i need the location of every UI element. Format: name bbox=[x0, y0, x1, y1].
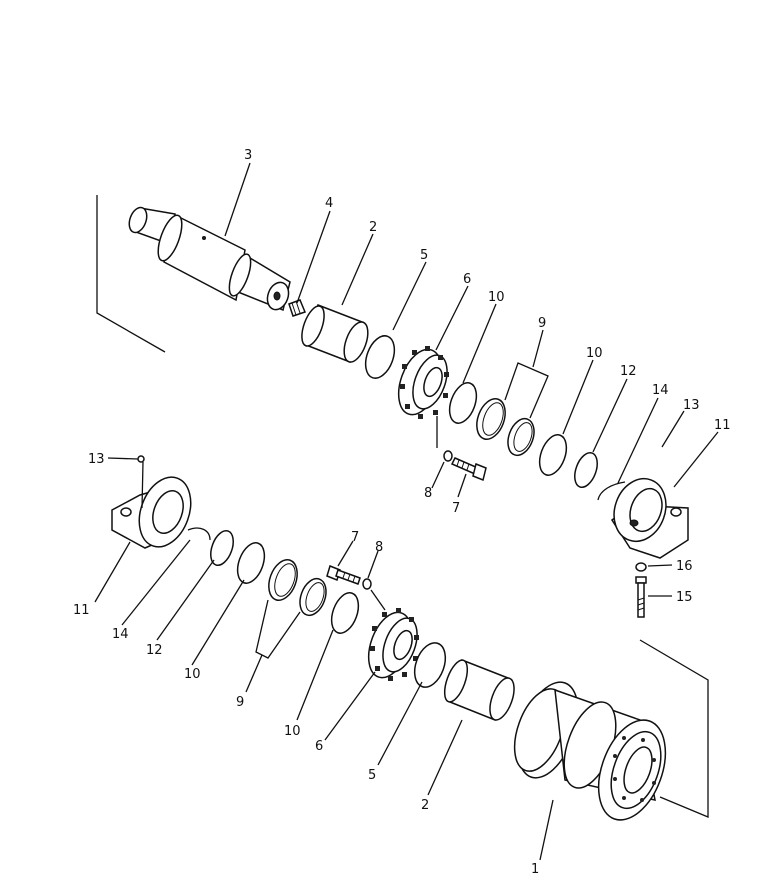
washer-part-8-top bbox=[443, 450, 453, 462]
bolt-part-7-mid bbox=[326, 564, 361, 585]
floating-seal-part-9-left bbox=[268, 559, 327, 617]
ring-part-10-left-a bbox=[236, 542, 266, 584]
callout-9-left: 9 bbox=[236, 695, 244, 710]
callout-5-bottom: 5 bbox=[368, 768, 376, 783]
callout-11-left: 11 bbox=[73, 603, 90, 618]
snap-ring-part-14-left bbox=[187, 527, 211, 541]
callout-3: 3 bbox=[244, 148, 252, 163]
ring-part-10-top-a bbox=[448, 382, 478, 424]
callout-15: 15 bbox=[676, 590, 693, 605]
callout-5-top: 5 bbox=[420, 248, 428, 263]
seal-guard-part-6-top bbox=[397, 346, 449, 419]
callout-8-mid: 8 bbox=[375, 540, 383, 555]
roller-part-1 bbox=[513, 681, 667, 821]
callout-10-top-a: 10 bbox=[488, 290, 505, 305]
callout-9-top: 9 bbox=[538, 316, 546, 331]
bushing-part-2-bottom bbox=[443, 659, 515, 721]
bolt-part-7-top bbox=[450, 457, 487, 482]
o-ring-part-5-top bbox=[364, 335, 396, 379]
collar-part-11-left bbox=[111, 455, 192, 549]
callout-4: 4 bbox=[325, 196, 333, 211]
callout-12-top: 12 bbox=[620, 364, 637, 379]
callout-7-top: 7 bbox=[452, 501, 460, 516]
snap-ring-part-14-top bbox=[597, 481, 626, 501]
callout-10-left-a: 10 bbox=[184, 667, 201, 682]
washer-part-16 bbox=[635, 562, 647, 572]
floating-seal-part-9-top bbox=[476, 398, 535, 457]
washer-part-8-mid bbox=[362, 578, 372, 590]
callout-1: 1 bbox=[531, 862, 539, 877]
bolt-part-15 bbox=[635, 576, 647, 618]
callout-10-left-b: 10 bbox=[284, 724, 301, 739]
callout-10-top-b: 10 bbox=[586, 346, 603, 361]
callout-16: 16 bbox=[676, 559, 693, 574]
callout-2-top: 2 bbox=[369, 220, 377, 235]
ring-part-10-top-b bbox=[538, 434, 568, 476]
ring-part-12-left bbox=[210, 529, 234, 567]
o-ring-part-5-bottom bbox=[413, 642, 447, 688]
callout-11-right: 11 bbox=[714, 418, 731, 433]
callout-14-top: 14 bbox=[652, 383, 669, 398]
callout-8-top: 8 bbox=[424, 486, 432, 501]
callout-labels: 3 4 2 5 6 10 9 10 12 14 13 11 8 7 16 15 … bbox=[73, 148, 731, 877]
frame-lines bbox=[96, 195, 709, 818]
callout-13-right: 13 bbox=[683, 398, 700, 413]
collar-part-11-right bbox=[610, 477, 689, 559]
callout-6-top: 6 bbox=[463, 272, 471, 287]
bushing-part-2-top bbox=[301, 304, 369, 363]
callout-13-left: 13 bbox=[88, 452, 105, 467]
callout-6-bottom: 6 bbox=[315, 739, 323, 754]
leader-lines bbox=[94, 162, 719, 861]
callout-14-left: 14 bbox=[112, 627, 129, 642]
shaft-part-3 bbox=[128, 206, 291, 312]
callout-2-bottom: 2 bbox=[421, 798, 429, 813]
seal-guard-part-6-bottom bbox=[367, 608, 419, 681]
plug-part-4 bbox=[288, 299, 307, 317]
callout-7-mid: 7 bbox=[351, 530, 359, 545]
ring-part-10-left-b bbox=[330, 592, 360, 634]
ring-part-12-top bbox=[574, 451, 598, 489]
callout-12-left: 12 bbox=[146, 643, 163, 658]
